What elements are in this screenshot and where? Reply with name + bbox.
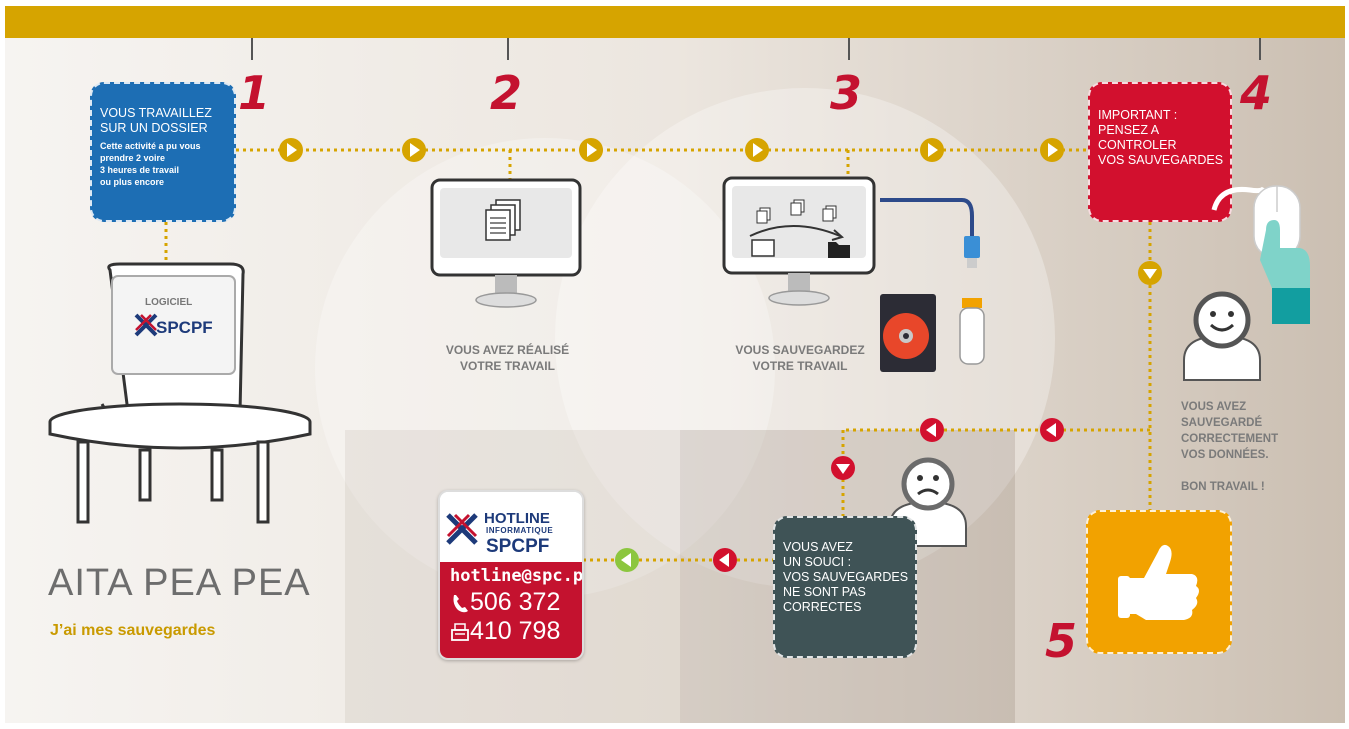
usb-connector-icon [964,236,980,258]
arrow-left-icon [615,418,1064,572]
hotline-phone[interactable]: 506 372 [470,588,561,616]
thumbs-up-icon [1118,544,1199,620]
step1-line: VOUS TRAVAILLEZ [100,106,212,120]
success-line: SAUVEGARDÉ [1181,417,1263,429]
hotline-phone-row: 506 372 [450,588,572,617]
hotline-fax-row: 410 798 [450,617,572,646]
step-number-4: 4 [1240,66,1273,120]
hotline-card: HOTLINE INFORMATIQUE SPCPF hotline@spc.p… [438,490,584,660]
success-line: CORRECTEMENT [1181,433,1279,445]
step4-line: VOS SAUVEGARDES [1098,153,1224,167]
usb-key-icon [959,307,985,365]
tick-mark [1259,38,1261,60]
logo-text: SPCPF [156,318,213,337]
tick-mark [251,38,253,60]
arrow-down-red-icon [831,456,855,480]
mouse-click-illustration [1211,185,1310,324]
step1-line: SUR UN DOSSIER [100,121,208,135]
step1-bubble: VOUS TRAVAILLEZ SUR UN DOSSIER Cette act… [90,82,236,222]
hotline-subtitle: INFORMATIQUE [486,526,554,535]
arrow-right-icon [279,138,1064,162]
step-number-2: 2 [490,66,523,120]
hotline-email[interactable]: hotline@spc.pf [450,566,584,586]
tick-mark [507,38,509,60]
page-subtitle: J’ai mes sauvegardes [50,622,216,639]
step4-line: PENSEZ A [1098,123,1160,137]
step2-caption-line: VOUS AVEZ RÉALISÉ [445,343,570,357]
top-band [5,6,1345,38]
problem-line: CORRECTES [783,600,862,614]
storage-devices [880,198,985,372]
spcpf-logo: SPCPF [134,312,224,342]
step3-caption-line: VOTRE TRAVAIL [752,359,848,373]
screen-label: LOGICIEL [145,297,193,308]
step4-bubble: IMPORTANT : PENSEZ A CONTROLER VOS SAUVE… [1088,82,1232,222]
hotline-title: HOTLINE [484,510,550,527]
step3-caption-line: VOUS SAUVEGARDEZ [735,343,865,357]
hotline-header: HOTLINE INFORMATIQUE SPCPF [440,492,582,562]
step3-caption: VOUS SAUVEGARDEZ VOTRE TRAVAIL [715,342,885,374]
workstation-illustration [48,262,312,524]
step5-bubble [1086,510,1232,654]
hand-pointer-icon [1260,220,1310,288]
problem-bubble: VOUS AVEZ UN SOUCI : VOS SAUVEGARDES NE … [773,516,917,658]
document-stack-icon [485,199,521,241]
fax-icon [451,622,469,641]
tick-mark [848,38,850,60]
step4-line: CONTROLER [1098,138,1177,152]
success-text: VOUS AVEZ SAUVEGARDÉ CORRECTEMENT VOS DO… [1181,399,1321,495]
step1-note: Cette activité a pu vous [100,141,201,151]
problem-line: UN SOUCI : [783,555,852,569]
step1-note: prendre 2 voire [100,153,166,163]
step-number-5: 5 [1045,614,1078,668]
happy-face-icon [1183,291,1261,381]
empty-folder-icon [751,239,775,257]
page-title: AITA PEA PEA [48,562,311,604]
step2-caption-line: VOTRE TRAVAIL [460,359,555,373]
monitor-document-illustration [430,178,582,308]
step1-note: ou plus encore [100,177,165,187]
step1-note: 3 heures de travail [100,165,180,175]
problem-line: NE SONT PAS [783,585,866,599]
step-number-1: 1 [238,66,271,120]
step4-line: IMPORTANT : [1098,108,1178,122]
hotline-contacts: hotline@spc.pf 506 372 410 798 [440,562,584,658]
success-line: VOUS AVEZ [1181,401,1247,413]
success-line: VOS DONNÉES. [1181,449,1269,461]
problem-line: VOS SAUVEGARDES [783,570,909,584]
hotline-fax[interactable]: 410 798 [470,617,561,645]
hotline-brand: SPCPF [486,536,550,557]
problem-line: VOUS AVEZ [783,540,853,554]
folder-icon [828,242,850,258]
phone-icon [453,594,468,612]
spcpf-logo-icon [134,313,158,337]
success-line: BON TRAVAIL ! [1181,481,1265,493]
arrow-down-icon [1138,261,1162,285]
step-number-3: 3 [830,66,863,120]
step2-caption: VOUS AVEZ RÉALISÉ VOTRE TRAVAIL [420,342,595,374]
spcpf-logo-icon [446,513,478,545]
monitor-backup-illustration [722,176,876,306]
